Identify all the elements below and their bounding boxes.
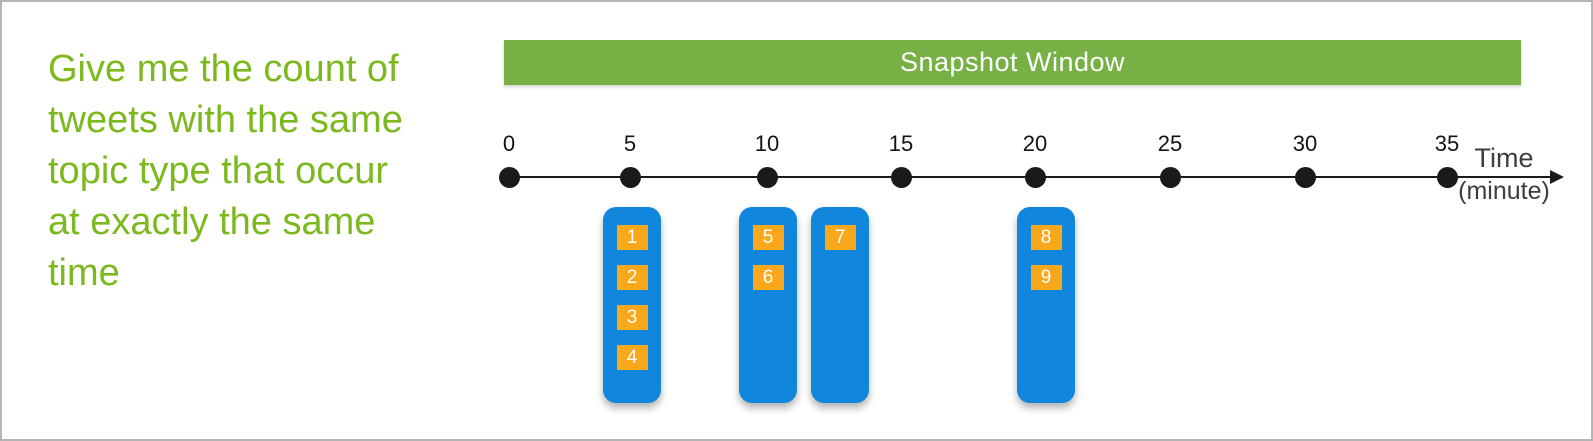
axis-unit-line1: Time <box>1474 143 1534 173</box>
tick-label-25: 25 <box>1157 131 1183 156</box>
question-line: time <box>48 252 120 294</box>
axis-unit-line2: (minute) <box>1458 177 1550 205</box>
snapshot-window-label: Snapshot Window <box>899 47 1126 77</box>
tick-label-15: 15 <box>888 131 914 156</box>
tweet-marker-3: 3 <box>616 305 648 330</box>
tweet-marker-1: 1 <box>616 225 648 250</box>
axis-dot-10 <box>756 167 778 188</box>
tweet-marker-6: 6 <box>752 265 784 290</box>
snapshot-window-bar: Snapshot Window <box>504 40 1521 85</box>
axis-dot-5 <box>619 167 641 188</box>
tick-label-5: 5 <box>623 131 637 156</box>
tick-label-0: 0 <box>502 131 516 156</box>
axis-dot-30 <box>1294 167 1316 188</box>
axis-dot-15 <box>890 167 912 188</box>
tick-label-10: 10 <box>754 131 780 156</box>
axis-dot-25 <box>1159 167 1181 188</box>
tweet-marker-7: 7 <box>824 225 856 250</box>
question-text: Give me the count of tweets with the same… <box>48 44 468 299</box>
axis-dot-35 <box>1436 167 1458 188</box>
axis-unit-label: Time (minute) <box>1445 142 1563 207</box>
tick-label-30: 30 <box>1292 131 1318 156</box>
axis-arrow-icon <box>1550 170 1564 184</box>
axis-dot-0 <box>498 167 520 188</box>
tweet-marker-9: 9 <box>1030 265 1062 290</box>
question-line: Give me the count of <box>48 48 399 90</box>
tweet-marker-2: 2 <box>616 265 648 290</box>
tweet-marker-5: 5 <box>752 225 784 250</box>
question-line: at exactly the same <box>48 201 376 243</box>
tweet-marker-4: 4 <box>616 345 648 370</box>
tweet-group-minute-5: 1 2 3 4 <box>603 207 661 403</box>
tweet-group-minute-12.5: 7 <box>811 207 869 403</box>
axis-dot-20 <box>1024 167 1046 188</box>
tweet-marker-8: 8 <box>1030 225 1062 250</box>
tick-label-20: 20 <box>1022 131 1048 156</box>
question-line: topic type that occur <box>48 150 389 192</box>
question-line: tweets with the same <box>48 99 403 141</box>
tick-label-35: 35 <box>1434 131 1460 156</box>
